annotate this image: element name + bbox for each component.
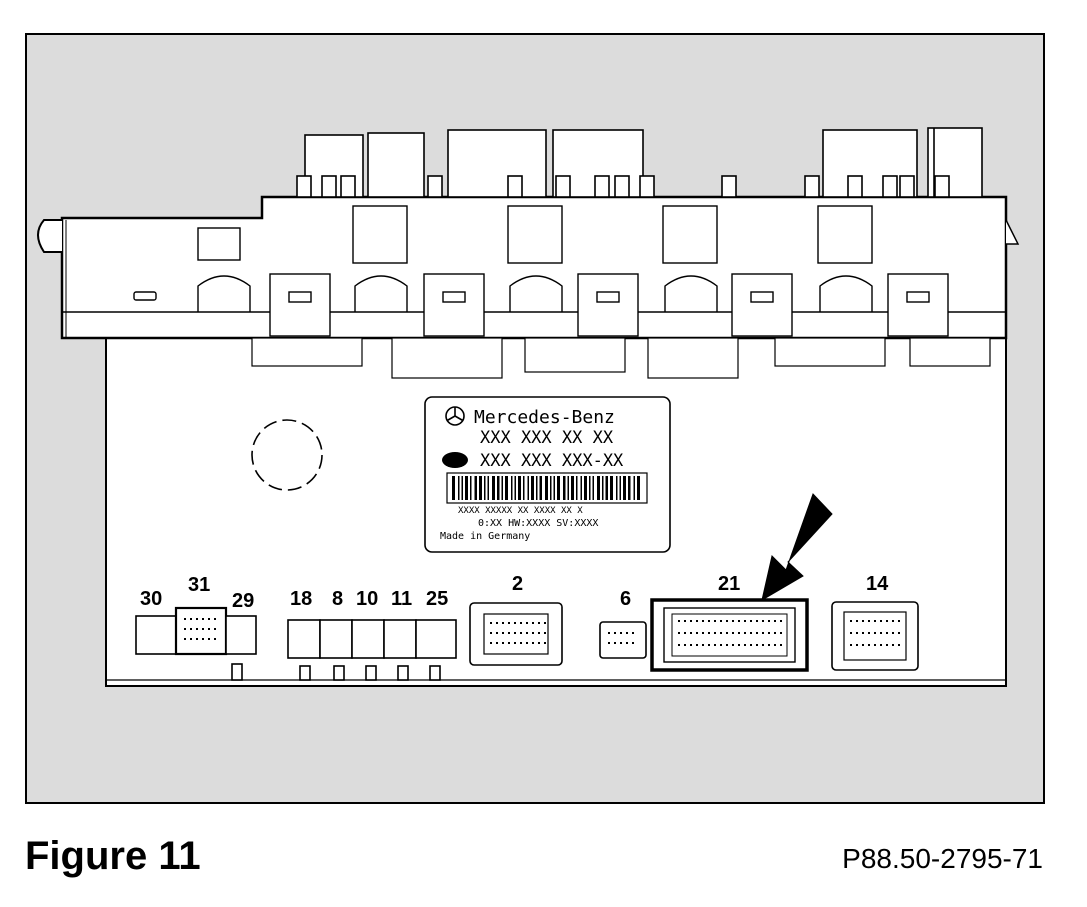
label-version-line: 0:XX HW:XXXX SV:XXXX: [478, 518, 598, 529]
connector-8: [319, 619, 353, 659]
connector-label-6: 6: [620, 588, 631, 610]
label-part-no-1: XXX XXX XX XX: [480, 428, 614, 448]
connector-11: [383, 619, 417, 659]
connector-25: [415, 619, 457, 659]
lower-steps: [251, 337, 991, 379]
label-part-no-2: XXX XXX XXX-XX: [480, 451, 624, 471]
connector-30: [135, 615, 177, 655]
connector-labels: 30 31 29 18 8 10 11 25 2 6 21 14: [140, 573, 889, 612]
connector-18: [287, 619, 321, 659]
mounting-boss: [251, 419, 323, 491]
label-brand: Mercedes-Benz: [474, 407, 615, 428]
connector-10: [351, 619, 385, 659]
connector-label-2: 2: [512, 573, 523, 595]
connector-pins: [184, 618, 900, 646]
label-code-line: XXXX XXXXX XX XXXX XX X: [458, 506, 583, 516]
connector-label-10: 10: [356, 588, 378, 610]
indicator-arrow-icon: [761, 493, 833, 602]
carrier-recesses: [133, 205, 949, 337]
connector-31: [174, 606, 228, 656]
barcode: [446, 472, 648, 504]
connector-6: [599, 621, 647, 659]
connector-label-31: 31: [188, 574, 210, 596]
connector-29: [225, 615, 257, 655]
connector-label-29: 29: [232, 590, 254, 612]
connector-label-25: 25: [426, 588, 448, 610]
connector-label-14: 14: [866, 573, 889, 595]
connector-label-30: 30: [140, 588, 162, 610]
figure-reference: P88.50-2795-71: [842, 843, 1043, 874]
connector-label-21: 21: [718, 573, 740, 595]
star-badge-icon: [442, 452, 468, 468]
connector-label-8: 8: [332, 588, 343, 610]
id-label: Mercedes-Benz XXX XXX XX XX XXX XXX XXX-…: [424, 396, 671, 553]
connector-label-18: 18: [290, 588, 312, 610]
relay-blocks: [296, 127, 983, 198]
connector-label-11: 11: [391, 588, 412, 610]
label-origin: Made in Germany: [440, 531, 530, 542]
mercedes-star-icon: [445, 406, 465, 426]
figure-caption: Figure 11: [25, 834, 201, 878]
